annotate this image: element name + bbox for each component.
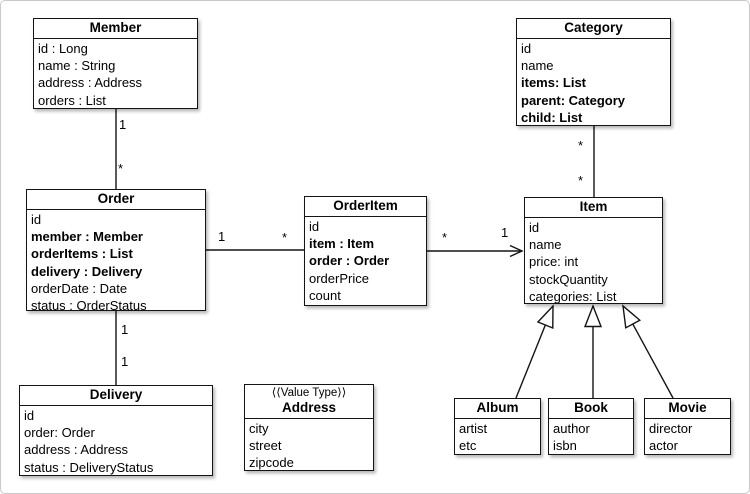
class-item-title: Item: [525, 198, 662, 218]
attribute: status : OrderStatus: [31, 298, 147, 314]
class-category-title: Category: [517, 19, 670, 39]
attribute: parent: Category: [521, 92, 626, 108]
attribute: author: [553, 421, 590, 436]
class-album: Album artist etc: [454, 398, 541, 455]
attribute: name: [521, 58, 554, 74]
class-item: Item id name price: int stockQuantity ca…: [524, 197, 663, 304]
multiplicity-label: 1: [218, 229, 226, 244]
class-member-attributes: id : Long name : String address : Addres…: [34, 39, 197, 109]
class-order-attributes: id member : Member orderItems : List del…: [27, 210, 205, 314]
attribute: name: [529, 237, 562, 253]
attribute: director: [649, 421, 693, 436]
class-delivery-title: Delivery: [20, 386, 212, 406]
class-member-title: Member: [34, 19, 197, 39]
class-album-attributes: artist etc: [455, 419, 540, 454]
class-album-title: Album: [455, 399, 540, 419]
class-movie-title: Movie: [645, 399, 730, 419]
attribute: status : DeliveryStatus: [24, 459, 154, 475]
multiplicity-label: 1: [121, 354, 129, 369]
class-orderitem: OrderItem id item : Item order : Order o…: [304, 196, 427, 306]
attribute: price: int: [529, 254, 579, 270]
attribute: id : Long: [38, 41, 88, 56]
class-address-attributes: city street zipcode: [245, 419, 373, 472]
class-orderitem-attributes: id item : Item order : Order orderPrice …: [305, 217, 426, 304]
class-book: Book author isbn: [548, 398, 634, 455]
multiplicity-label: 1: [501, 225, 509, 240]
class-address-header: ⟨⟨Value Type⟩⟩ Address: [245, 385, 373, 419]
attribute: address : Address: [24, 442, 129, 458]
attribute: street: [249, 438, 282, 454]
class-delivery: Delivery id order: Order address : Addre…: [19, 385, 213, 476]
attribute: zipcode: [249, 455, 294, 471]
multiplicity-label: *: [442, 230, 448, 245]
attribute: orderItems : List: [31, 246, 133, 262]
multiplicity-label: 1: [119, 117, 127, 132]
class-category-attributes: id name items: List parent: Category chi…: [517, 39, 670, 126]
class-order-title: Order: [27, 190, 205, 210]
attribute: delivery : Delivery: [31, 263, 143, 279]
attribute: items: List: [521, 75, 587, 91]
attribute: isbn: [553, 438, 577, 454]
attribute: id: [24, 408, 35, 423]
class-delivery-attributes: id order: Order address : Address status…: [20, 406, 212, 476]
generalization-album-item: [515, 304, 554, 399]
attribute: order : Order: [309, 253, 390, 269]
attribute: actor: [649, 438, 678, 454]
multiplicity-label: *: [578, 173, 584, 188]
multiplicity-label: *: [118, 161, 124, 176]
attribute: etc: [459, 438, 477, 454]
class-orderitem-title: OrderItem: [305, 197, 426, 217]
attribute: count: [309, 287, 341, 303]
attribute: orderPrice: [309, 270, 369, 286]
attribute: order: Order: [24, 425, 95, 441]
attribute: id: [309, 219, 320, 234]
multiplicity-label: *: [578, 138, 584, 153]
generalization-movie-item: [622, 304, 674, 399]
attribute: id: [31, 212, 42, 227]
class-movie-attributes: director actor: [645, 419, 730, 454]
attribute: member : Member: [31, 229, 143, 245]
attribute: stockQuantity: [529, 271, 608, 287]
attribute: categories: List: [529, 288, 617, 304]
multiplicity-label: *: [282, 230, 288, 245]
class-movie: Movie director actor: [644, 398, 731, 455]
class-member: Member id : Long name : String address :…: [33, 18, 198, 109]
attribute: name : String: [38, 58, 116, 74]
class-address: ⟨⟨Value Type⟩⟩ Address city street zipco…: [244, 384, 374, 471]
class-order: Order id member : Member orderItems : Li…: [26, 189, 206, 314]
attribute: id: [529, 220, 540, 235]
attribute: item : Item: [309, 236, 375, 252]
class-address-title: Address: [281, 400, 337, 415]
attribute: city: [249, 421, 269, 436]
attribute: id: [521, 41, 532, 56]
attribute: orders : List: [38, 92, 106, 108]
stereotype-label: ⟨⟨Value Type⟩⟩: [271, 387, 347, 399]
class-category: Category id name items: List parent: Cat…: [516, 18, 671, 126]
class-item-attributes: id name price: int stockQuantity categor…: [525, 218, 662, 305]
multiplicity-label: 1: [121, 322, 129, 337]
attribute: child: List: [521, 109, 583, 125]
attribute: address : Address: [38, 75, 143, 91]
class-book-attributes: author isbn: [549, 419, 633, 454]
class-book-title: Book: [549, 399, 633, 419]
attribute: orderDate : Date: [31, 280, 128, 296]
attribute: artist: [459, 421, 488, 436]
